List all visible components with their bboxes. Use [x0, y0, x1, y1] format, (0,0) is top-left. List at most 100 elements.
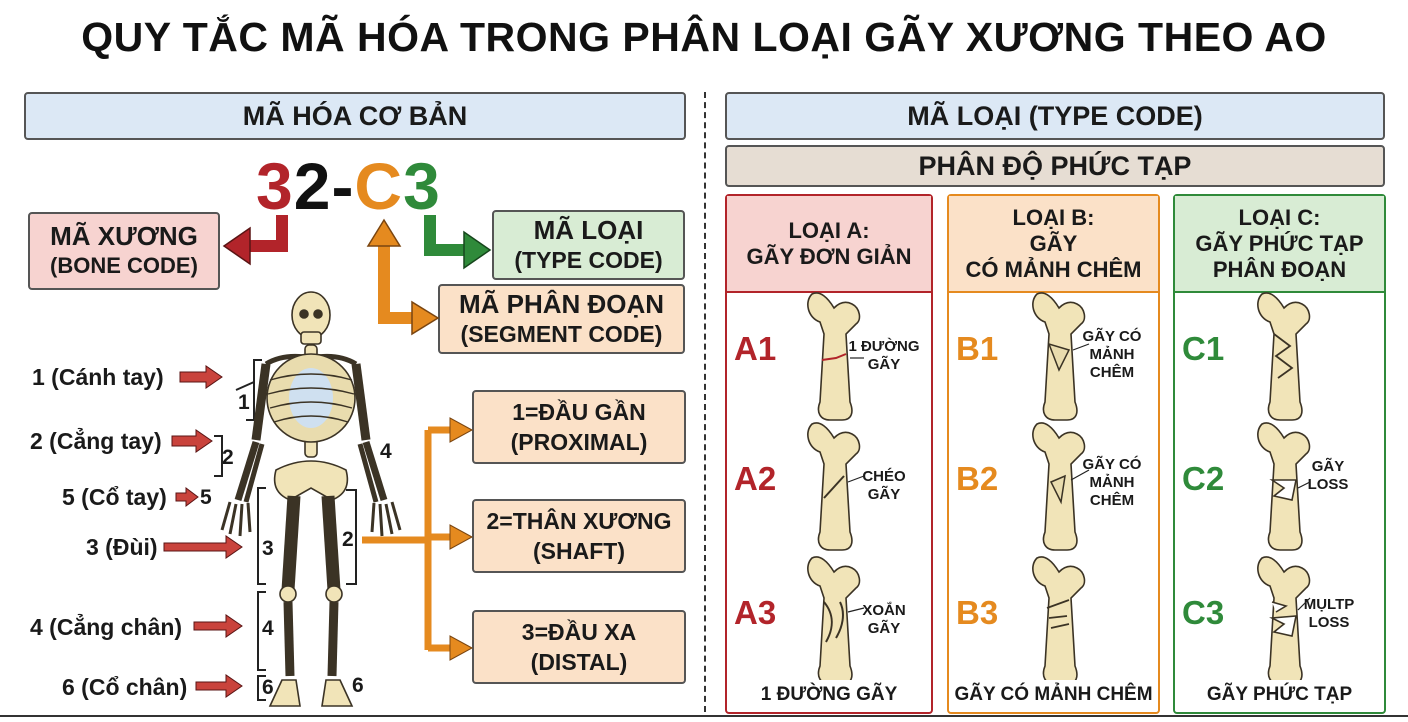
segment-code-arrowhead-right — [411, 300, 440, 336]
bone-code-title: MÃ XƯƠNG — [50, 221, 198, 251]
segment-branch-arrows — [362, 426, 452, 652]
code-group-digit: 3 — [403, 149, 441, 223]
segment-proximal-title: 1=ĐẦU GẦN — [512, 399, 646, 425]
segment-code-arrowhead-up — [366, 218, 402, 247]
bracket-number-shaft: 2 — [342, 528, 354, 551]
note-a3: XOẮN GÃY — [846, 602, 922, 638]
left-section-header: MÃ HÓA CƠ BẢN — [24, 92, 686, 140]
type-b-header: LOẠI B: GÃY CÓ MẢNH CHÊM — [949, 196, 1158, 293]
note-a3-line1: XOẮN — [862, 602, 906, 619]
note-a2: CHÉO GÃY — [846, 468, 922, 504]
page-title: QUY TẮC MÃ HÓA TRONG PHÂN LOẠI GÃY XƯƠNG… — [81, 14, 1327, 60]
type-c-head-line2: GÃY PHỨC TẠP — [1195, 230, 1364, 256]
bracket-number-arm: 1 — [238, 391, 250, 414]
type-a-head-line1: LOẠI A: — [788, 217, 870, 243]
code-b1: B1 — [956, 330, 999, 367]
bone-code-box: MÃ XƯƠNG (BONE CODE) — [28, 212, 220, 290]
bracket-number-wrist: 5 — [200, 486, 212, 509]
code-bone-digit: 3 — [256, 149, 294, 223]
type-code-arrowhead — [463, 230, 492, 270]
note-a1-line2: GÃY — [867, 356, 901, 373]
segment-proximal-box: 1=ĐẦU GẦN (PROXIMAL) — [472, 390, 686, 464]
femur-b1 — [1032, 292, 1090, 421]
note-b2-line3: CHÊM — [1089, 492, 1135, 509]
type-c-column: LOẠI C: GÃY PHỨC TẠP PHÂN ĐOẠN — [1173, 194, 1386, 714]
note-b1-line2: MẢNH — [1089, 346, 1135, 363]
bottom-rule — [0, 715, 1408, 717]
type-a-column: LOẠI A: GÃY ĐƠN GIẢN — [725, 194, 933, 714]
segment-code-box: MÃ PHÂN ĐOẠN (SEGMENT CODE) — [438, 284, 685, 354]
segment-shaft-subtitle: (SHAFT) — [533, 538, 625, 564]
femur-c1 — [1257, 292, 1311, 421]
bracket-number-right-arm: 4 — [380, 440, 392, 463]
type-a-head-line2: GÃY ĐƠN GIẢN — [746, 243, 912, 269]
label-wrist: 5 (Cổ tay) — [62, 484, 167, 510]
note-b2: GÃY CÓ MẢNH CHÊM — [1074, 456, 1150, 510]
code-a3: A3 — [734, 594, 777, 631]
segment-code-title: MÃ PHÂN ĐOẠN — [458, 289, 665, 319]
type-a-header: LOẠI A: GÃY ĐƠN GIẢN — [727, 196, 931, 293]
body-brackets — [214, 359, 357, 701]
femur-c3 — [1257, 556, 1311, 680]
note-a1: 1 ĐƯỜNG GÃY — [844, 338, 924, 374]
note-c3: MỤLTP LOSS — [1296, 596, 1362, 632]
bracket-number-forearm: 2 — [222, 446, 234, 469]
note-a3-line2: GÃY — [867, 620, 901, 637]
label-pointer-arrows — [163, 365, 243, 698]
type-c-footer: GÃY PHỨC TẠP — [1206, 684, 1353, 705]
type-c-head-line1: LOẠI C: — [1238, 204, 1321, 230]
code-segment-digit: 2 — [293, 149, 332, 223]
code-dash: - — [331, 149, 355, 223]
note-c3-line1: MỤLTP — [1303, 596, 1355, 613]
type-code-subtitle: (TYPE CODE) — [514, 247, 663, 273]
type-c-header: LOẠI C: GÃY PHỨC TẠP PHÂN ĐOẠN — [1175, 196, 1384, 293]
note-b1: GÃY CÓ MẢNH CHÊM — [1074, 328, 1150, 382]
type-code-box: MÃ LOẠI (TYPE CODE) — [492, 210, 685, 280]
bracket-number-thigh: 3 — [262, 537, 274, 560]
segment-distal-subtitle: (DISTAL) — [530, 649, 628, 675]
note-c2: GÃY LOSS — [1298, 458, 1358, 494]
note-b2-line1: GÃY CÓ — [1082, 456, 1142, 473]
code-c3: C3 — [1182, 594, 1225, 631]
note-b2-line2: MẢNH — [1089, 474, 1135, 491]
femur-a2 — [807, 422, 865, 551]
segment-code-subtitle: (SEGMENT CODE) — [460, 321, 663, 347]
section-divider — [704, 92, 706, 712]
note-c2-line2: LOSS — [1307, 476, 1349, 493]
type-b-head-line2: GÃY — [1029, 230, 1078, 256]
segment-proximal-subtitle: (PROXIMAL) — [510, 429, 648, 455]
label-thigh: 3 (Đùi) — [86, 534, 158, 560]
proximal-arrowhead — [449, 417, 474, 443]
segment-shaft-title: 2=THÂN XƯƠNG — [486, 508, 672, 534]
segment-distal-box: 3=ĐẦU XA (DISTAL) — [472, 610, 686, 684]
bone-code-subtitle: (BONE CODE) — [50, 253, 198, 278]
label-arm: 1 (Cánh tay) — [32, 364, 164, 390]
note-a1-line1: 1 ĐƯỜNG — [848, 338, 920, 355]
left-diagram — [163, 215, 492, 707]
distal-arrowhead — [449, 635, 474, 661]
code-b2: B2 — [956, 460, 999, 497]
type-b-column: LOẠI B: GÃY CÓ MẢNH CHÊM — [947, 194, 1160, 714]
femur-b3 — [1032, 556, 1086, 680]
note-b1-line1: GÃY CÓ — [1082, 328, 1142, 345]
code-b3: B3 — [956, 594, 999, 631]
note-a2-line2: GÃY — [867, 486, 901, 503]
type-b-head-line1: LOẠI B: — [1012, 204, 1095, 230]
type-code-title: MÃ LOẠI — [533, 215, 644, 245]
code-c2: C2 — [1182, 460, 1225, 497]
code-a1: A1 — [734, 330, 777, 367]
type-b-footer: GÃY CÓ MẢNH CHÊM — [954, 684, 1153, 705]
segment-distal-title: 3=ĐẦU XA — [521, 619, 637, 645]
note-b1-line3: CHÊM — [1089, 364, 1135, 381]
bone-code-arrowhead — [222, 226, 251, 266]
bracket-number-ankle: 6 — [262, 676, 274, 699]
type-a-footer: 1 ĐƯỜNG GÃY — [760, 684, 898, 705]
femur-a1 — [807, 292, 864, 421]
label-ankle: 6 (Cổ chân) — [62, 674, 188, 700]
code-type-letter: C — [354, 149, 404, 223]
femur-b2 — [1032, 422, 1090, 551]
segment-shaft-box: 2=THÂN XƯƠNG (SHAFT) — [472, 499, 686, 573]
code-a2: A2 — [734, 460, 777, 497]
code-c1: C1 — [1182, 330, 1225, 367]
label-leg: 4 (Cẳng chân) — [30, 614, 183, 640]
